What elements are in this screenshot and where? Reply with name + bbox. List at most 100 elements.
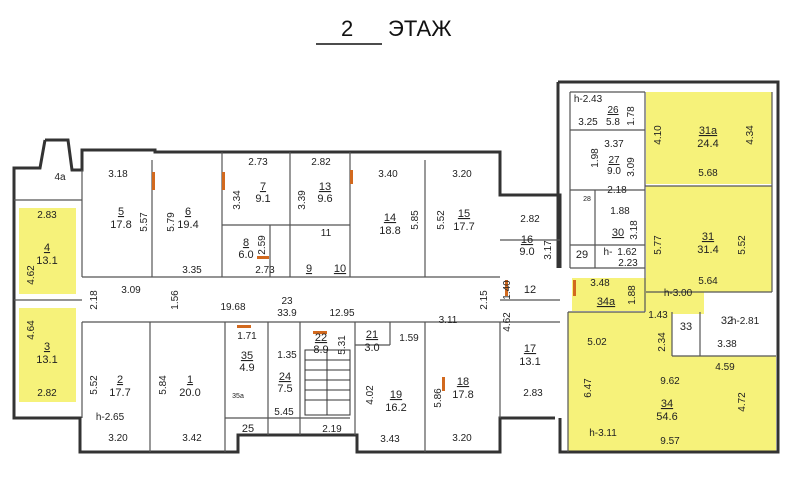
room-number: 14 (384, 212, 396, 224)
room-area: 13.1 (519, 356, 540, 368)
room-area: 17.7 (109, 387, 130, 399)
room-area: 5.8 (606, 117, 620, 128)
room-number: 35а (232, 393, 244, 400)
dimension-label: 1.98 (590, 148, 601, 168)
dimension-label: 3.38 (717, 339, 737, 350)
dimension-label: 5.57 (139, 212, 150, 232)
room-number: 23 (281, 296, 293, 307)
room-number: 3 (44, 341, 50, 353)
dimension-label: 2.83 (37, 210, 57, 221)
room-number: 15 (458, 208, 470, 220)
room-area: 18.8 (379, 225, 400, 237)
room-number: 13 (319, 181, 331, 193)
room-31a-fill (646, 92, 772, 184)
room-number: 18 (457, 376, 469, 388)
dimension-label: 3.40 (378, 169, 398, 180)
room-area: 4.9 (239, 362, 254, 374)
room-number: 17 (524, 343, 536, 355)
room-4-fill (19, 208, 76, 294)
room-area: 20.0 (179, 387, 200, 399)
door-marker (237, 325, 251, 328)
dimension-label: 3.48 (590, 278, 610, 289)
dimension-label: 3.18 (629, 220, 640, 240)
dimension-label: 3.09 (121, 285, 141, 296)
room-number: 31а (699, 125, 718, 137)
room-area: 54.6 (656, 411, 677, 423)
door-marker (350, 170, 353, 184)
floor-title: 2 ЭТАЖ (316, 16, 452, 45)
door-marker (257, 256, 269, 259)
room-number: 30 (612, 227, 624, 239)
door-marker (573, 280, 576, 296)
dimension-label: 5.52 (436, 210, 447, 230)
interior-walls (14, 91, 776, 452)
dimension-label: 2.19 (322, 424, 342, 435)
dimension-label: 1.40 (502, 280, 513, 300)
dimension-label: 4.34 (745, 125, 756, 145)
dimension-label: 2.83 (523, 388, 543, 399)
dimension-label: 4.59 (715, 362, 735, 373)
dimension-label: 5.86 (433, 388, 444, 408)
floor-number: 2 (341, 16, 353, 41)
room-number: 34а (597, 296, 616, 308)
dimension-label: 4.62 (26, 265, 37, 285)
dimension-label: h-2.81 (731, 316, 760, 327)
dimension-label: 3.20 (452, 433, 472, 444)
room-area: 8.9 (313, 344, 328, 356)
door-marker (442, 377, 445, 391)
dimension-label: 3.42 (182, 433, 202, 444)
room-number: 2 (117, 374, 123, 386)
room-number: 28 (583, 196, 591, 203)
dimension-label: 2.82 (520, 214, 540, 225)
dimension-label: 1.59 (399, 333, 419, 344)
dimension-label: 4.72 (737, 392, 748, 412)
room-number: 26 (607, 105, 619, 116)
room-number: 16 (521, 234, 533, 246)
dimension-label: 5.45 (274, 407, 294, 418)
dimension-label: 3.20 (452, 169, 472, 180)
door-marker (313, 331, 327, 334)
dimension-label: 5.02 (587, 337, 607, 348)
dimension-label: 4.10 (653, 125, 664, 145)
room-area: 24.4 (697, 138, 718, 150)
dimension-label: 9.62 (660, 376, 680, 387)
dimension-label: h-3.00 (664, 288, 693, 299)
dimension-label: 5.64 (698, 276, 718, 287)
dimension-label: 2.73 (255, 265, 275, 276)
room-number: 6 (185, 206, 191, 218)
room-area: 16.2 (385, 402, 406, 414)
room-area: 3.0 (364, 342, 379, 354)
room-number: 7 (260, 181, 266, 193)
room-number: 22 (315, 332, 327, 344)
room-number: 27 (608, 155, 620, 166)
room-area: 9.1 (255, 193, 270, 205)
dimension-label: 3.43 (380, 434, 400, 445)
dimension-label: 4.62 (502, 312, 513, 332)
dimension-label: 2.82 (311, 157, 331, 168)
dimension-label: 3.35 (182, 265, 202, 276)
dimension-label: 5.84 (158, 375, 169, 395)
dimension-label: 2.34 (657, 332, 668, 352)
room-number: 35 (241, 350, 253, 362)
room-number: 32 (721, 315, 733, 327)
room-34-fill (568, 312, 776, 452)
room-number: 11 (321, 228, 332, 239)
dimension-label: 19.68 (220, 302, 245, 313)
room-number: 34 (661, 398, 673, 410)
dimension-label: 1.88 (610, 206, 630, 217)
dimension-label: 3.17 (543, 240, 554, 260)
door-marker (152, 172, 155, 190)
dimension-label: 5.31 (337, 335, 348, 355)
room-area: 6.0 (238, 249, 253, 261)
dimension-label: 4.02 (365, 385, 376, 405)
dimension-label: h- (604, 247, 613, 258)
room-34a-fill (572, 278, 646, 311)
dimension-label: 9.57 (660, 436, 680, 447)
floor-word: ЭТАЖ (388, 16, 452, 41)
dimension-label: 4.64 (26, 320, 37, 340)
room-31-fill (646, 186, 772, 292)
room-area: 17.8 (452, 389, 473, 401)
room-area: 7.5 (277, 383, 292, 395)
room-area: 33.9 (277, 308, 297, 319)
dimension-label: 5.68 (698, 168, 718, 179)
